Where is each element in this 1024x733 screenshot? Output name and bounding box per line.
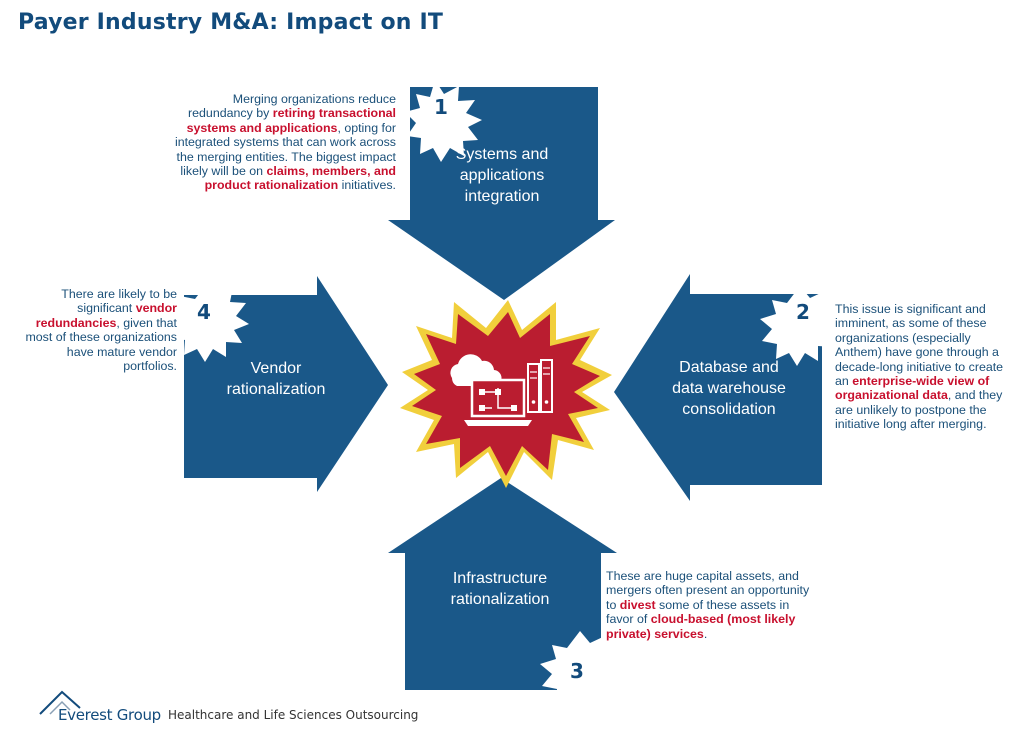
emphasis-text: claims, members, and product rationaliza… [204, 164, 396, 193]
description-text: , given that most of these organizations… [25, 315, 177, 374]
step-number-2: 2 [796, 300, 810, 324]
it-infrastructure-icon [450, 354, 553, 426]
description-database: This issue is significant and imminent, … [835, 302, 1011, 432]
starburst-badge-1: 1 [405, 80, 482, 162]
description-systems: Merging organizations reduce redundancy … [170, 92, 396, 193]
emphasis-text: cloud-based (most likely private) servic… [606, 612, 796, 641]
server-rack-icon [527, 359, 553, 413]
step-number-1: 1 [434, 95, 448, 119]
arrow-label-infrastructure: Infrastructure rationalization [430, 568, 570, 610]
label-line: applications [459, 167, 545, 184]
emphasis-text: vendor redundancies [35, 301, 177, 330]
label-line: consolidation [682, 401, 776, 418]
label-line: Infrastructure [452, 570, 548, 587]
cloud-icon [450, 354, 502, 387]
starburst-badge-3: 3 [540, 631, 621, 711]
label-line: Vendor [250, 360, 302, 377]
arrow-right-vendor [184, 276, 388, 492]
brand-name: Everest Group [58, 706, 161, 724]
page-title: Payer Industry M&A: Impact on IT [18, 10, 444, 35]
label-line: data warehouse [672, 380, 786, 397]
label-line: rationalization [226, 381, 326, 398]
description-text: initiatives. [338, 178, 396, 193]
description-text: This issue is significant and imminent, … [835, 302, 1004, 389]
emphasis-text: enterprise-wide view of organizational d… [835, 374, 990, 403]
label-line: rationalization [450, 591, 550, 608]
label-line: Systems and [455, 146, 549, 163]
emphasis-text: retiring transactional systems and appli… [186, 106, 396, 135]
step-number-3: 3 [570, 659, 584, 683]
arrow-label-vendor: Vendor rationalization [206, 358, 346, 400]
arrow-label-systems: Systems and applications integration [432, 144, 572, 207]
description-text: Merging organizations reduce redundancy … [188, 92, 396, 121]
starburst-badge-2: 2 [760, 286, 841, 366]
laptop-base-icon [464, 420, 532, 426]
starburst-badge-4: 4 [168, 282, 249, 362]
emphasis-text: divest [619, 597, 656, 612]
arrow-left-database [614, 274, 822, 501]
description-text: These are huge capital assets, and merge… [606, 569, 810, 612]
description-vendor: There are likely to be significant vendo… [24, 287, 177, 373]
step-number-4: 4 [197, 300, 211, 324]
footer-tagline: Healthcare and Life Sciences Outsourcing [168, 708, 419, 722]
description-text: There are likely to be significant [61, 287, 177, 316]
description-infrastructure: These are huge capital assets, and merge… [606, 569, 816, 641]
mountain-peak-icon [39, 690, 81, 715]
description-text: , opting for integrated systems that can… [174, 120, 396, 179]
description-text: , and they are unlikely to postpone the … [835, 388, 1003, 432]
label-line: integration [464, 188, 540, 205]
label-line: Database and [679, 359, 779, 376]
description-text: . [703, 626, 708, 641]
arrow-label-database: Database and data warehouse consolidatio… [656, 357, 802, 420]
arrow-up-infrastructure [388, 478, 617, 690]
description-text: some of these assets in favor of [606, 597, 790, 627]
